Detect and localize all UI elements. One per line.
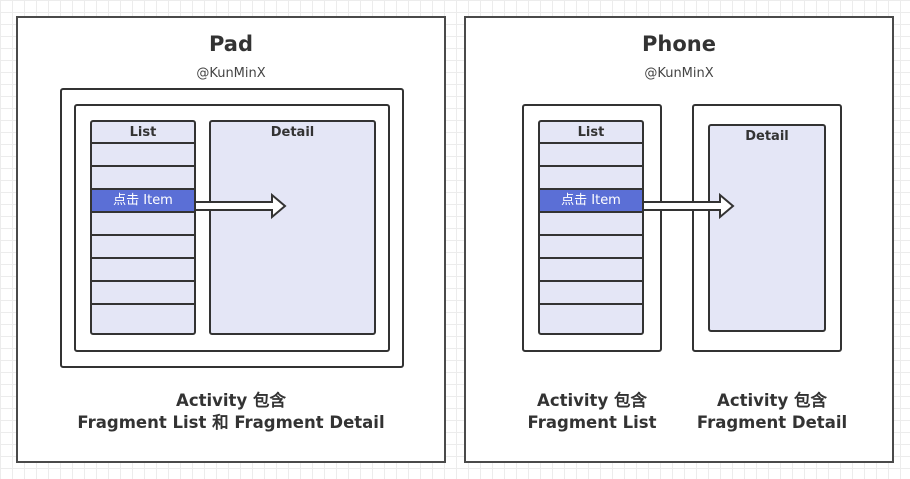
- phone-list-header: List: [540, 122, 642, 144]
- pad-detail-label: Detail: [270, 125, 315, 140]
- list-item[interactable]: [92, 144, 194, 167]
- phone-caption-left: Activity 包含 Fragment List: [502, 390, 682, 434]
- pad-caption-line2: Fragment List 和 Fragment Detail: [77, 413, 385, 432]
- phone-caption-right: Activity 包含 Fragment Detail: [682, 390, 862, 434]
- pad-caption-line1: Activity 包含: [176, 391, 286, 410]
- list-item[interactable]: [540, 213, 642, 236]
- pad-list-item-clicked[interactable]: 点击 Item: [92, 190, 194, 213]
- list-item[interactable]: [92, 213, 194, 236]
- pad-title: Pad: [208, 32, 254, 56]
- list-item[interactable]: [540, 259, 642, 282]
- phone-list-fragment: List 点击 Item: [538, 120, 644, 335]
- list-item[interactable]: [540, 236, 642, 259]
- phone-caption-right-line1: Activity 包含: [717, 391, 827, 410]
- list-item[interactable]: [92, 282, 194, 305]
- phone-panel: Phone @KunMinX List 点击 Item Detail Activ…: [464, 16, 894, 463]
- list-item[interactable]: [92, 305, 194, 328]
- pad-panel: Pad @KunMinX List 点击 Item Detail Activit…: [16, 16, 446, 463]
- phone-caption-left-line1: Activity 包含: [537, 391, 647, 410]
- pad-arrow-icon: [194, 192, 287, 220]
- list-item[interactable]: [92, 259, 194, 282]
- pad-list-header: List: [92, 122, 194, 144]
- list-item[interactable]: [540, 305, 642, 328]
- pad-list-fragment: List 点击 Item: [90, 120, 196, 335]
- phone-subtitle: @KunMinX: [644, 66, 714, 81]
- phone-title: Phone: [642, 32, 716, 56]
- phone-detail-label: Detail: [745, 129, 789, 144]
- list-item[interactable]: [540, 282, 642, 305]
- phone-list-item-clicked[interactable]: 点击 Item: [540, 190, 642, 213]
- phone-detail-fragment: Detail: [708, 124, 826, 332]
- phone-caption-left-line2: Fragment List: [527, 413, 657, 432]
- list-item[interactable]: [540, 167, 642, 190]
- phone-arrow-icon: [642, 192, 735, 220]
- list-item[interactable]: [92, 236, 194, 259]
- pad-subtitle: @KunMinX: [196, 66, 266, 81]
- pad-caption: Activity 包含 Fragment List 和 Fragment Det…: [18, 390, 444, 434]
- list-item[interactable]: [540, 144, 642, 167]
- pad-detail-fragment: Detail: [209, 120, 376, 335]
- list-item[interactable]: [92, 167, 194, 190]
- phone-caption-right-line2: Fragment Detail: [696, 413, 848, 432]
